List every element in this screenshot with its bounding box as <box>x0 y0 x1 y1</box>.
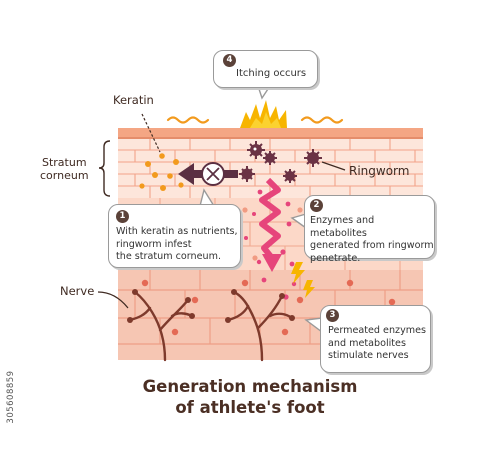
callout-text: With keratin as nutrients, ringworm infe… <box>116 226 238 262</box>
callout-number-badge: 3 <box>326 309 339 322</box>
nerve-stimulation-bolt-icon <box>291 262 315 298</box>
callout-text: Itching occurs <box>236 68 307 79</box>
stock-id: 305608859 <box>6 370 16 424</box>
callout-text: Permeated enzymes and metabolites stimul… <box>328 325 426 361</box>
diagram-title: Generation mechanism of athlete's foot <box>142 377 358 417</box>
penetration-arrow <box>259 177 282 272</box>
keratin-label: Keratin <box>113 93 154 107</box>
callout-text: Enzymes and metabolites generated from r… <box>310 215 434 264</box>
callout-keratin-nutrients: 1 With keratin as nutrients, ringworm in… <box>108 204 241 268</box>
itching-squiggles <box>166 116 344 124</box>
itching-flash-icon <box>240 100 287 128</box>
absorption-arrow-icon <box>178 162 238 186</box>
nerves <box>128 290 294 362</box>
callout-number-badge: 2 <box>310 199 323 212</box>
stratum-corneum-brace <box>98 140 111 197</box>
callout-enzymes-penetrate: 2 Enzymes and metabolites generated from… <box>304 195 435 264</box>
callout-number-badge: 1 <box>116 210 129 223</box>
ringworm-pointer <box>321 161 346 171</box>
nerve-pointer <box>97 291 129 309</box>
callout-itching: 4 Itching occurs <box>213 50 318 88</box>
ringworm-fungi <box>239 141 322 183</box>
nerve-endings <box>127 289 295 323</box>
callout-stimulate-nerves: 3 Permeated enzymes and metabolites stim… <box>320 305 431 373</box>
nerve-label: Nerve <box>60 284 95 298</box>
skin-surface <box>118 128 423 138</box>
callout-number-badge: 4 <box>223 54 236 67</box>
keratin-dots <box>139 153 184 191</box>
ringworm-label: Ringworm <box>349 164 410 178</box>
stratum-corneum-label: Stratum corneum <box>40 156 89 182</box>
skin-surface-edge <box>118 137 423 139</box>
